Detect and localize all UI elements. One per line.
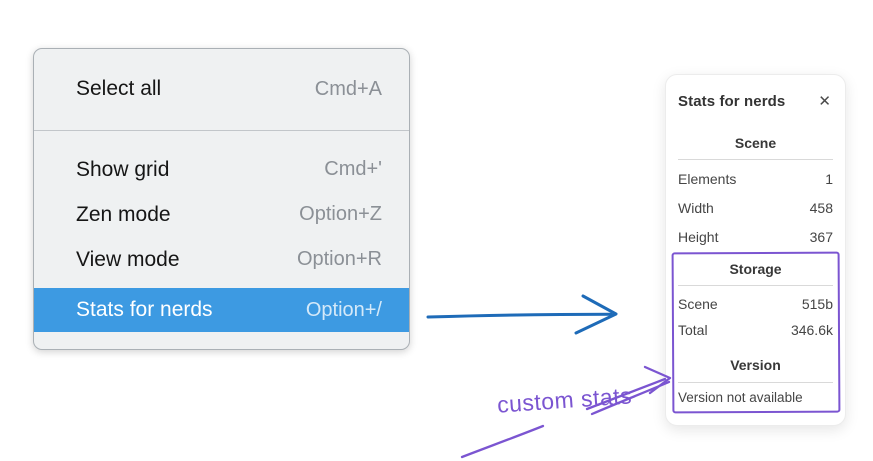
menu-item-shortcut: Cmd+A	[314, 77, 382, 100]
menu-item-label: Select all	[76, 77, 162, 100]
menu-item-label: Show grid	[76, 157, 170, 181]
stat-value: 367	[809, 228, 833, 245]
flow-arrow	[426, 294, 618, 335]
menu-item-shortcut: Option+/	[305, 298, 382, 321]
stat-row-total-size: Total 346.6k	[678, 317, 833, 343]
stats-panel-header: Stats for nerds ✕	[678, 89, 833, 113]
section-divider	[678, 382, 833, 383]
annotation-arrow-lower	[460, 424, 545, 459]
menu-separator	[34, 130, 409, 131]
stat-row-width: Width 458	[678, 193, 833, 222]
storage-rows: Scene 515b Total 346.6k	[678, 291, 833, 343]
section-heading-scene: Scene	[734, 135, 777, 151]
stat-row-elements: Elements 1	[678, 164, 833, 193]
stats-panel-title: Stats for nerds	[678, 92, 786, 110]
menu-group-view-options: Show grid Cmd+' Zen mode Option+Z View m…	[34, 131, 409, 332]
section-divider	[678, 285, 833, 286]
annotation-label: custom stats	[496, 382, 633, 418]
stat-value: 515b	[801, 296, 833, 312]
stat-row-scene-size: Scene 515b	[678, 291, 833, 317]
close-icon[interactable]: ✕	[818, 92, 831, 110]
menu-item-label: Stats for nerds	[76, 298, 213, 321]
menu-item-shortcut: Option+Z	[299, 203, 382, 225]
menu-item-zen-mode[interactable]: Zen mode Option+Z	[34, 192, 409, 237]
stat-label: Scene	[678, 296, 718, 312]
menu-item-shortcut: Cmd+'	[324, 158, 382, 180]
section-heading-version: Version	[730, 357, 781, 373]
stat-label: Height	[678, 228, 719, 245]
menu-item-label: View mode	[76, 247, 180, 271]
stats-panel: Stats for nerds ✕ Scene Elements 1 Width…	[665, 74, 846, 426]
stat-value: 458	[809, 199, 833, 216]
menu-item-view-mode[interactable]: View mode Option+R	[34, 237, 409, 282]
menu-item-show-grid[interactable]: Show grid Cmd+'	[34, 147, 409, 192]
stat-value: 1	[825, 170, 833, 187]
menu-item-select-all[interactable]: Select all Cmd+A	[34, 67, 409, 111]
version-note: Version not available	[678, 390, 803, 405]
stat-label: Total	[678, 322, 708, 338]
section-heading-storage: Storage	[729, 261, 782, 277]
context-menu: Select all Cmd+A Show grid Cmd+' Zen mod…	[33, 48, 410, 350]
section-divider	[678, 159, 833, 160]
scene-rows: Elements 1 Width 458 Height 367	[678, 164, 833, 251]
menu-item-label: Zen mode	[76, 202, 171, 226]
stat-row-height: Height 367	[678, 222, 833, 251]
stat-value: 346.6k	[790, 322, 833, 338]
annotation-arrow-upper	[585, 365, 672, 416]
menu-item-shortcut: Option+R	[296, 248, 382, 270]
stat-label: Elements	[678, 170, 737, 187]
menu-item-stats-for-nerds[interactable]: Stats for nerds Option+/	[34, 288, 409, 332]
stat-label: Width	[678, 199, 714, 216]
